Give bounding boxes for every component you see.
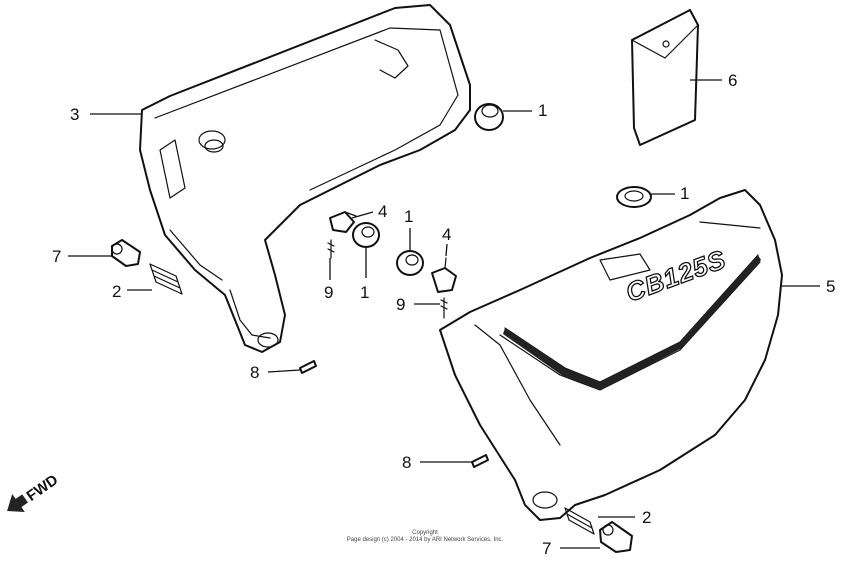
- copyright-heading: Copyright: [412, 530, 438, 536]
- grommet: [616, 186, 652, 208]
- callout-1: 1: [404, 207, 413, 226]
- callout-2: 2: [642, 508, 651, 527]
- callout-1: 1: [538, 101, 547, 120]
- tool-pouch: [631, 9, 699, 146]
- callout-2: 2: [112, 282, 121, 301]
- screw: [327, 239, 335, 259]
- callout-9: 9: [396, 295, 405, 314]
- callout-4: 4: [378, 202, 387, 221]
- spring: [149, 263, 183, 295]
- callout-9: 9: [324, 283, 333, 302]
- arrow-icon: [7, 494, 28, 513]
- callout-1: 1: [360, 283, 369, 302]
- clip: [329, 211, 357, 233]
- clip: [431, 257, 457, 293]
- grommet: [474, 103, 504, 131]
- pin: [471, 454, 489, 468]
- callout-8: 8: [250, 363, 259, 382]
- callout-6: 6: [728, 71, 737, 90]
- grommet: [396, 250, 424, 276]
- callout-3: 3: [70, 105, 79, 124]
- spring: [564, 507, 595, 535]
- brand-badge: CB125S: [622, 244, 730, 308]
- callout-7: 7: [542, 539, 551, 558]
- bolt: [111, 239, 141, 267]
- callout-labels: 1 1 1 1 2 2 3 4 4 5 6 7 7 8 8 9 9: [52, 71, 835, 558]
- screw: [440, 297, 448, 319]
- callout-7: 7: [52, 247, 61, 266]
- bolt: [599, 521, 633, 553]
- copyright-notice: Page design (c) 2004 - 2014 by ARI Netwo…: [346, 537, 504, 543]
- grommet: [352, 222, 380, 248]
- callout-8: 8: [402, 453, 411, 472]
- right-side-cover: CB125S: [439, 189, 783, 521]
- leader-lines: [68, 79, 820, 549]
- callout-5: 5: [826, 277, 835, 296]
- fwd-direction-arrow: FWD: [7, 471, 62, 513]
- fwd-label: FWD: [24, 471, 62, 505]
- callout-4: 4: [442, 225, 451, 244]
- pin: [299, 360, 317, 374]
- left-side-cover: [139, 4, 471, 353]
- callout-1: 1: [680, 184, 689, 203]
